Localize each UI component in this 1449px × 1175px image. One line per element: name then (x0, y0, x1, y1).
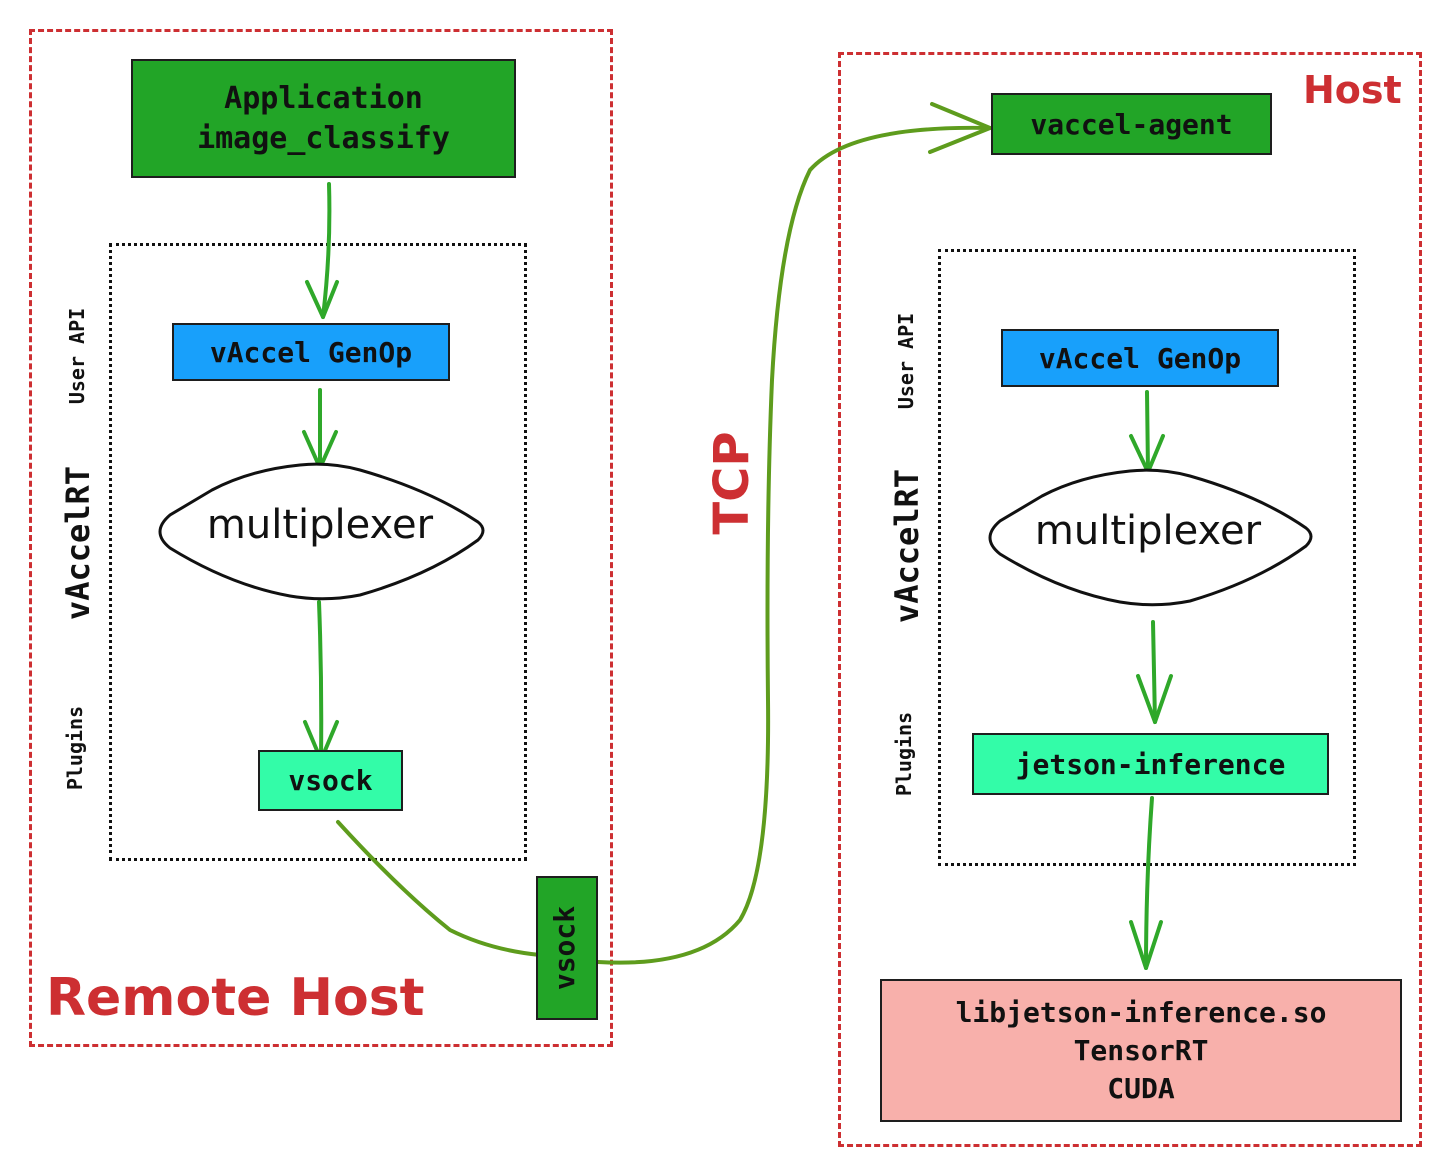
remote-host-frame (29, 29, 613, 1047)
host-multiplexer-label: multiplexer (1034, 508, 1262, 554)
remote-vsock-plugin-box[interactable]: vsock (258, 750, 403, 811)
link-vsock-plugin-to-transport (336, 820, 542, 957)
host-runtime-label: vAccelRT (888, 468, 926, 624)
remote-host-label: Remote Host (46, 968, 425, 1028)
arrow-app-to-genop (321, 182, 332, 319)
host-user-api-label: User API (894, 312, 918, 410)
library-tensorrt: TensorRT (1073, 1033, 1209, 1067)
jetson-inference-box[interactable]: jetson-inference (972, 733, 1329, 795)
remote-genop-box[interactable]: vAccel GenOp (172, 323, 450, 381)
remote-runtime-frame (109, 243, 527, 861)
libraries-box[interactable]: libjetson-inference.so TensorRT CUDA (880, 979, 1402, 1122)
arrow-jetson-to-libs (1144, 796, 1154, 970)
link-tcp-to-agent (596, 125, 992, 965)
jetson-inference-label: jetson-inference (1015, 747, 1286, 781)
remote-genop-label: vAccel GenOp (209, 335, 413, 369)
vaccel-agent-box[interactable]: vaccel-agent (991, 93, 1272, 155)
host-plugins-label: Plugins (892, 711, 916, 797)
arrow-multiplexer-to-vsock (317, 600, 324, 762)
arrow-host-genop-to-multiplexer (1145, 390, 1150, 474)
remote-vsock-plugin-label: vsock (288, 764, 373, 797)
application-title: Application (224, 80, 423, 116)
application-box[interactable]: Application image_classify (131, 59, 516, 178)
library-cuda: CUDA (1107, 1071, 1175, 1105)
vaccel-agent-label: vaccel-agent (1030, 107, 1233, 141)
library-jetson: libjetson-inference.so (955, 995, 1327, 1029)
host-label: Host (1303, 68, 1402, 112)
vsock-transport-box[interactable]: vsock (536, 876, 598, 1020)
application-name: image_classify (197, 120, 450, 156)
host-frame (838, 52, 1422, 1147)
host-genop-label: vAccel GenOp (1038, 341, 1242, 375)
remote-multiplexer-label: multiplexer (206, 502, 434, 548)
arrow-host-multiplexer-to-jetson (1151, 620, 1157, 724)
host-genop-box[interactable]: vAccel GenOp (1001, 329, 1279, 387)
